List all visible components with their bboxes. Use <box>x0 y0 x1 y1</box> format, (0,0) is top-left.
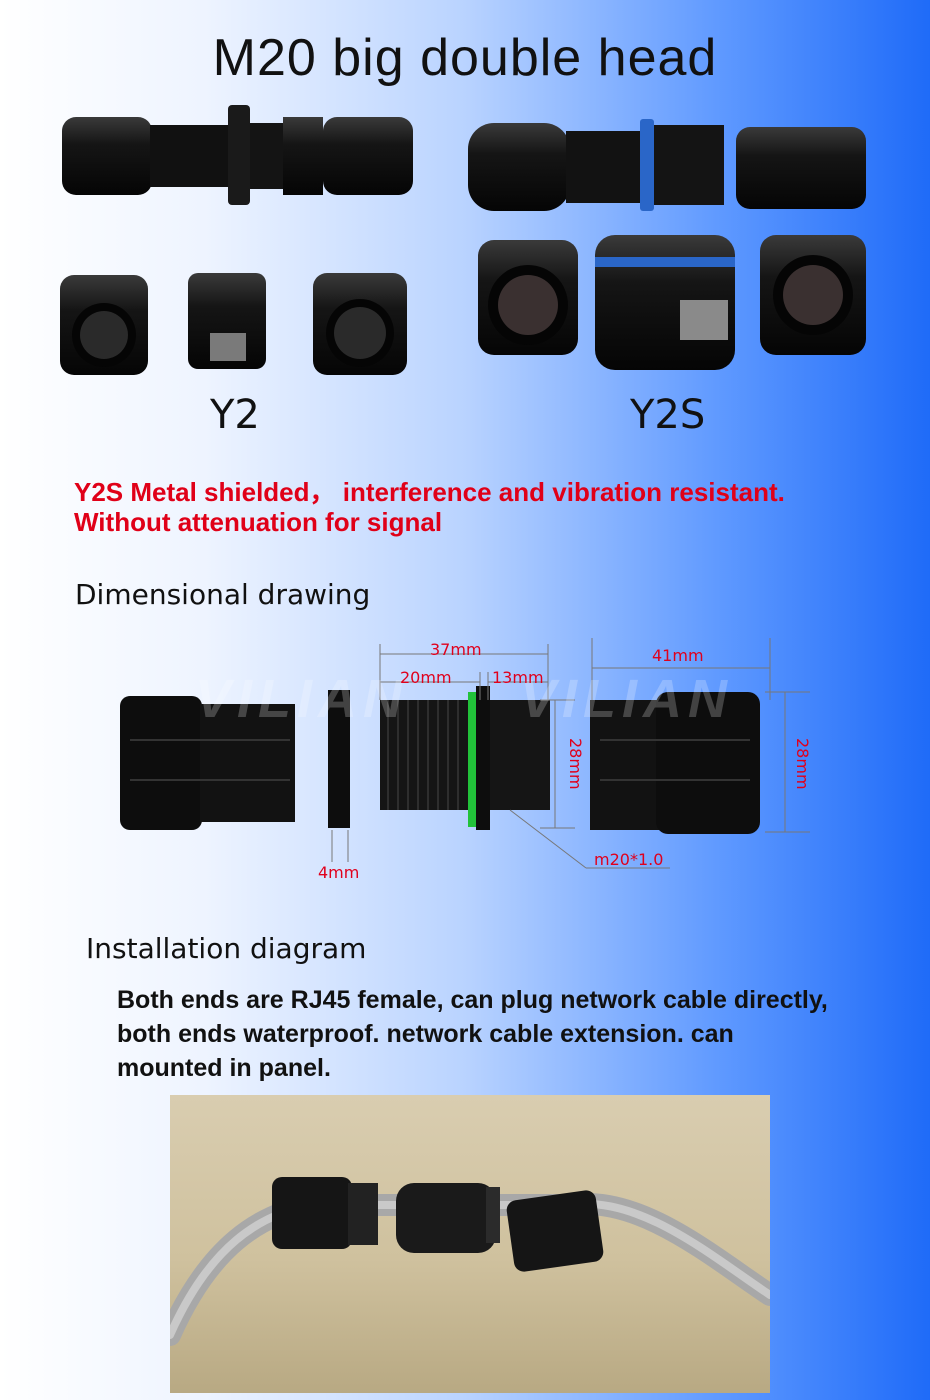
dim-13mm: 13mm <box>492 668 544 687</box>
installation-line-2: both ends waterproof. network cable exte… <box>117 1020 734 1048</box>
page-title: M20 big double head <box>212 29 718 87</box>
dim-20mm: 20mm <box>400 668 452 687</box>
dim-28mm-body: 28mm <box>566 738 585 790</box>
product-photos <box>60 105 866 375</box>
y2s-parts <box>478 235 866 370</box>
watermark-right: VILIAN <box>520 669 734 729</box>
watermark-left: VILIAN <box>195 669 409 729</box>
feature-line-2: Without attenuation for signal <box>74 507 443 537</box>
dimensional-heading: Dimensional drawing <box>75 578 371 611</box>
feature-line-1: Y2S Metal shielded， interference and vib… <box>74 477 785 507</box>
y2-assembled-connector <box>62 105 413 205</box>
dim-37mm: 37mm <box>430 640 482 659</box>
installation-line-1: Both ends are RJ45 female, can plug netw… <box>117 986 828 1014</box>
installation-photo <box>170 1095 770 1393</box>
dim-4mm: 4mm <box>318 863 360 882</box>
label-y2s: Y2S <box>630 392 706 438</box>
y2s-assembled-connector <box>468 119 866 211</box>
dim-thread: m20*1.0 <box>594 850 664 869</box>
dim-41mm: 41mm <box>652 646 704 665</box>
dimensional-drawing <box>120 638 810 869</box>
y2-parts <box>60 273 407 375</box>
installation-line-3: mounted in panel. <box>117 1054 331 1082</box>
installation-heading: Installation diagram <box>86 932 367 965</box>
dim-28mm-nut: 28mm <box>793 738 812 790</box>
label-y2: Y2 <box>210 392 260 438</box>
